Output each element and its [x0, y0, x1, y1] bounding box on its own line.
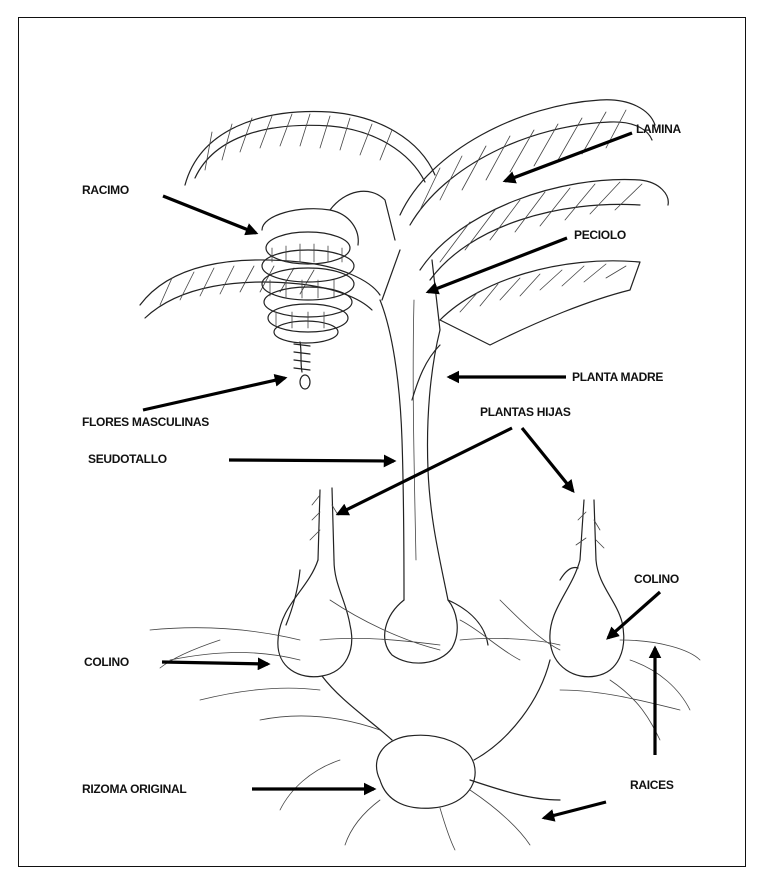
pseudostem	[380, 250, 488, 663]
label-raices: RAICES	[630, 778, 674, 792]
arrow-seudotallo	[229, 460, 394, 461]
left-daughter-plant	[278, 488, 352, 677]
leaves	[140, 100, 668, 345]
arrow-raices-left	[544, 802, 606, 818]
label-lamina: LAMINA	[636, 122, 681, 136]
bunch-illustration	[262, 191, 395, 389]
arrow-plantas-hijas-right	[522, 428, 573, 491]
label-plantas-hijas: PLANTAS HIJAS	[480, 405, 571, 419]
arrow-lamina	[505, 133, 632, 181]
label-rizoma-original: RIZOMA ORIGINAL	[82, 782, 186, 796]
arrow-racimo	[163, 196, 256, 233]
arrow-colino-right	[608, 592, 660, 638]
arrow-flores-masculinas	[143, 378, 285, 410]
label-racimo: RACIMO	[82, 183, 129, 197]
label-colino-left: COLINO	[84, 655, 129, 669]
label-planta-madre: PLANTA MADRE	[572, 370, 663, 384]
rhizome-and-roots	[150, 600, 700, 850]
label-peciolo: PECIOLO	[574, 228, 626, 242]
arrow-colino-left	[162, 662, 268, 664]
right-daughter-plant	[550, 500, 624, 677]
arrow-plantas-hijas-left	[338, 428, 512, 514]
label-seudotallo: SEUDOTALLO	[88, 452, 167, 466]
label-flores-masculinas: FLORES MASCULINAS	[82, 415, 209, 429]
label-colino-right: COLINO	[634, 572, 679, 586]
